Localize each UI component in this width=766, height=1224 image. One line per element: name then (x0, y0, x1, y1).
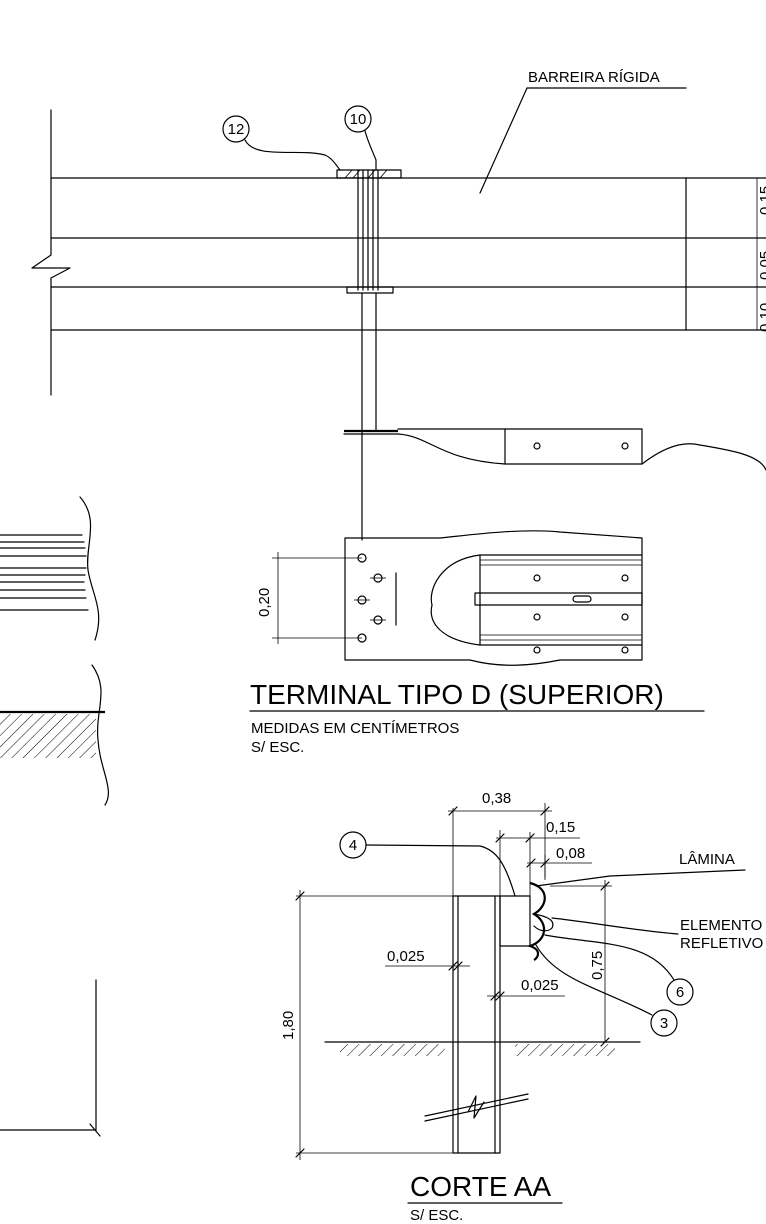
dim-terminal-020: 0,20 (256, 588, 273, 617)
dim-180: 1,80 (280, 1011, 297, 1040)
balloon-6: 6 (676, 984, 684, 1001)
left-partial-views (0, 496, 109, 1137)
balloon-10: 10 (350, 111, 367, 128)
dim-side-mid: 0,05 (757, 251, 766, 280)
terminal-profile (343, 428, 766, 471)
dim-side-bot: 0,10 (757, 303, 766, 332)
terminal-title: TERMINAL TIPO D (SUPERIOR) (250, 679, 664, 710)
dim-0025-right: 0,025 (521, 977, 559, 994)
terminal-note-scale: S/ ESC. (251, 739, 304, 756)
dim-075: 0,75 (589, 951, 606, 980)
terminal-note-units: MEDIDAS EM CENTÍMETROS (251, 720, 459, 737)
section-aa: 0,38 0,15 0,08 4 LÂMINA ELEMENTO REFLETI… (280, 790, 763, 1160)
dim-038: 0,38 (482, 790, 511, 807)
section-title-block: CORTE AA S/ ESC. (407, 1171, 563, 1224)
dim-side-top: 0,15 (757, 186, 766, 215)
terminal-title-block: TERMINAL TIPO D (SUPERIOR) MEDIDAS EM CE… (249, 679, 705, 756)
terminal-plan: 0,20 (256, 530, 643, 666)
elemento-label-2: REFLETIVO (680, 935, 763, 952)
balloon-4: 4 (349, 837, 357, 854)
elemento-label-1: ELEMENTO (680, 917, 762, 934)
barreira-label: BARREIRA RÍGIDA (528, 69, 660, 86)
section-title: CORTE AA (410, 1171, 551, 1202)
section-note-scale: S/ ESC. (410, 1207, 463, 1224)
balloon-12: 12 (228, 121, 245, 138)
dim-008: 0,08 (556, 845, 585, 862)
lamina-label: LÂMINA (679, 851, 735, 868)
balloon-3: 3 (660, 1015, 668, 1032)
barrier-elevation: BARREIRA RÍGIDA 12 10 0,15 0,05 0,10 (31, 69, 766, 541)
dim-015: 0,15 (546, 819, 575, 836)
dim-0025-left: 0,025 (387, 948, 425, 965)
